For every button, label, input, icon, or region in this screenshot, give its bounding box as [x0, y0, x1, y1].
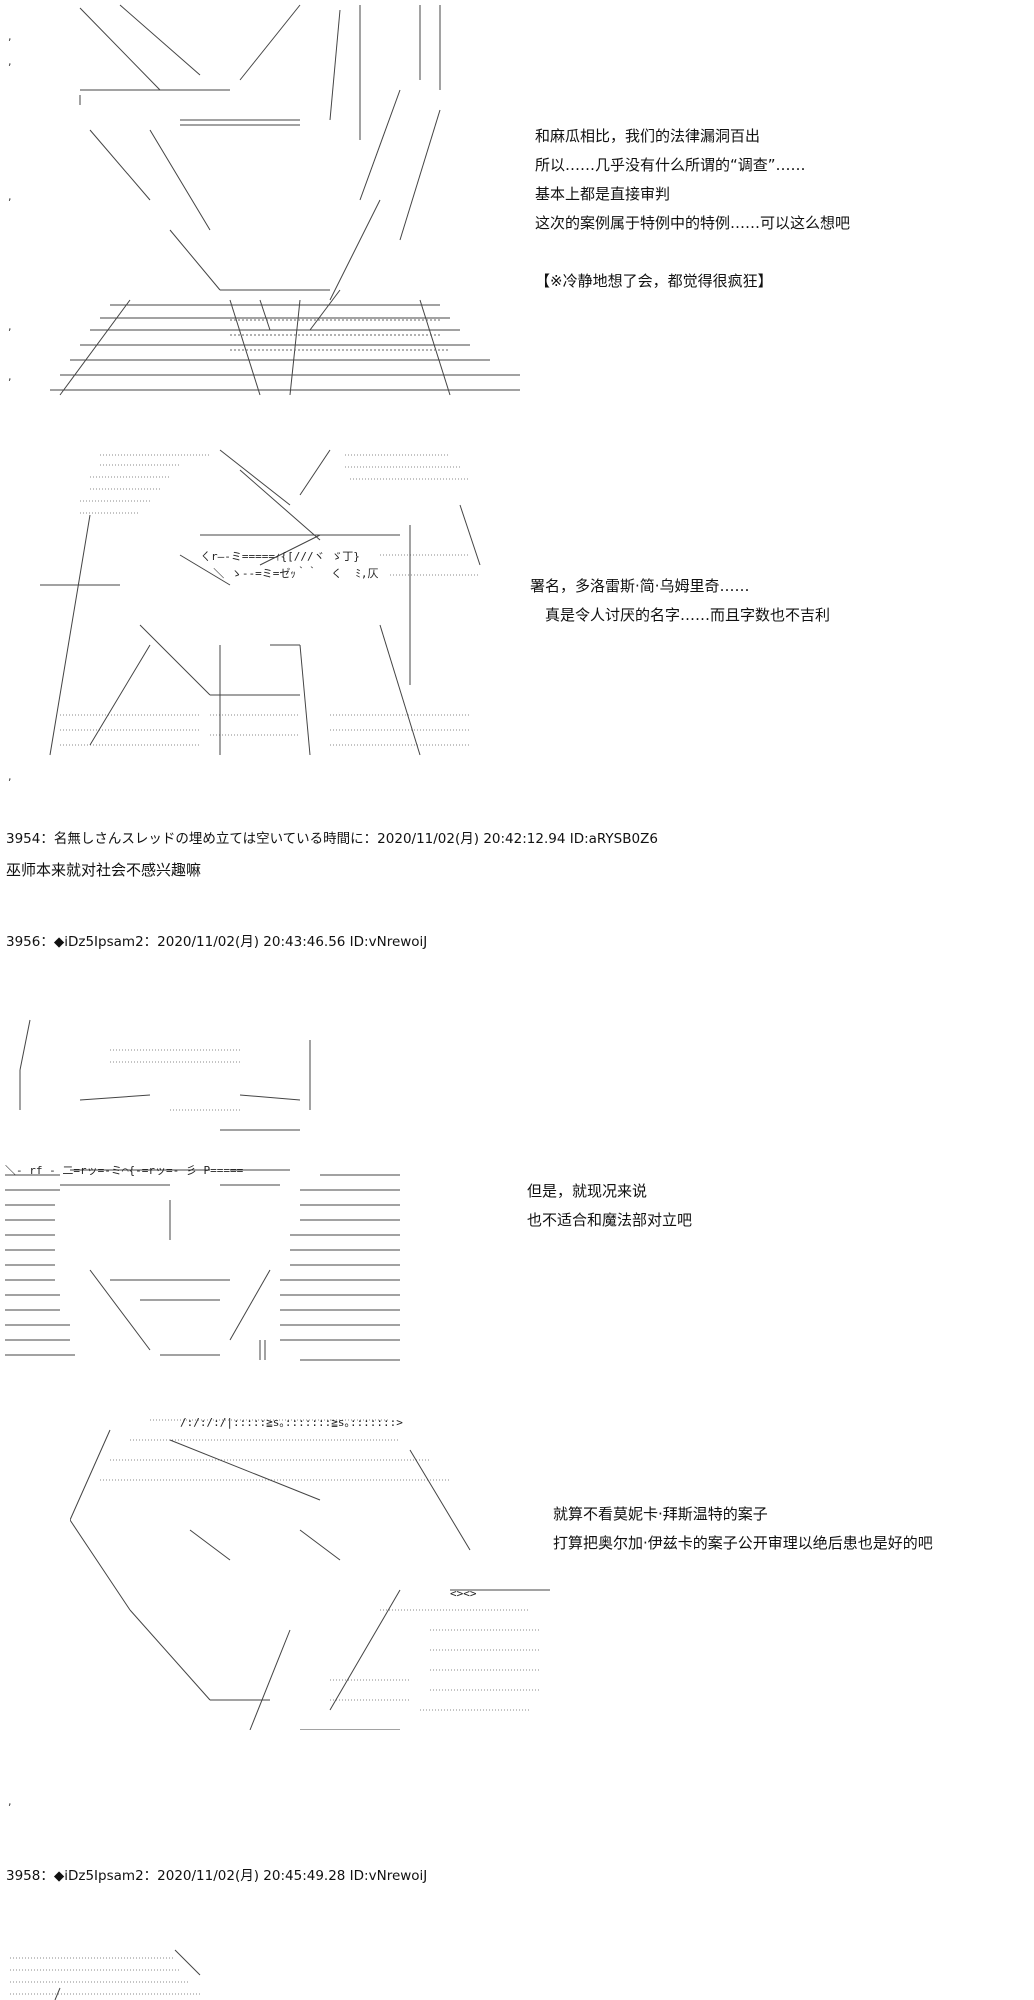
dialogue-block-2: 署名，多洛雷斯·简·乌姆里奇…… 真是令人讨厌的名字……而且字数也不吉利	[530, 572, 830, 630]
ascii-dot: ,	[8, 1795, 12, 1808]
post-header-3954: 3954：名無しさんスレッドの埋め立ては空いている時間に：2020/11/02(…	[6, 831, 658, 847]
ascii-art-1-drawing	[50, 4, 520, 396]
dialogue-line: 真是令人讨厌的名字……而且字数也不吉利	[530, 606, 831, 624]
ascii-dot: ,	[8, 370, 12, 383]
post-body-3954: 巫师本来就对社会不感兴趣嘛	[6, 861, 202, 879]
ascii-art-fragment: ＼- rf ‐ 二=rッ=-ミ⌒{‐=rッ=- 彡 P=====	[5, 1164, 244, 1177]
dialogue-block-3: 但是，就现况来说 也不适合和魔法部对立吧	[527, 1177, 692, 1235]
ascii-art-3-drawing	[5, 1019, 400, 1361]
dialogue-line: 这次的案例属于特例中的特例……可以这么想吧	[535, 214, 851, 232]
ascii-art-fragment: ㄑr―‐ミ=====ｨ{[///ヾ ゞ丁}	[200, 550, 360, 563]
dialogue-line: 和麻瓜相比，我们的法律漏洞百出	[535, 127, 761, 145]
ascii-art-fragment: ＼ ゝ--=ミ=ゼｯ｀｀ く ﾐ,仄	[200, 567, 379, 580]
ascii-art-panel-2	[0, 445, 520, 765]
ascii-dot: ,	[8, 320, 12, 333]
ascii-art-5-drawing	[10, 1949, 201, 2000]
ascii-art-panel-1	[0, 0, 520, 400]
ascii-art-2-drawing	[40, 449, 481, 756]
ascii-art-panel-3	[0, 1010, 420, 1370]
dialogue-line: 所以……几乎没有什么所谓的“调查”……	[535, 156, 806, 174]
dialogue-line: 就算不看莫妮卡·拜斯温特的案子	[553, 1505, 768, 1523]
dialogue-line: 打算把奥尔加·伊兹卡的案子公开审理以绝后患也是好的吧	[553, 1534, 933, 1552]
dialogue-line: 基本上都是直接审判	[535, 185, 671, 203]
ascii-art-fragment: <><>	[450, 1587, 477, 1600]
post-header-3958: 3958：◆iDz5Ipsam2：2020/11/02(月) 20:45:49.…	[6, 1868, 428, 1884]
dialogue-block-1: 和麻瓜相比，我们的法律漏洞百出 所以……几乎没有什么所谓的“调查”…… 基本上都…	[535, 122, 850, 296]
dialogue-line	[535, 238, 850, 267]
dialogue-line: 但是，就现况来说	[527, 1182, 648, 1200]
ascii-dot: ,	[8, 30, 12, 43]
ascii-dot: ,	[8, 55, 12, 68]
ascii-art-panel-4	[70, 1410, 550, 1730]
dialogue-block-4: 就算不看莫妮卡·拜斯温特的案子 打算把奥尔加·伊兹卡的案子公开审理以绝后患也是好…	[553, 1500, 933, 1558]
ascii-art-fragment: /:/:/:/|:::::≧s｡:::::::≧s｡:::::::>	[180, 1416, 403, 1429]
ascii-dot: ,	[8, 770, 12, 783]
ascii-art-4-drawing	[70, 1419, 550, 1730]
dialogue-line: 也不适合和魔法部对立吧	[527, 1211, 693, 1229]
ascii-dot: ,	[8, 190, 12, 203]
dialogue-line: 署名，多洛雷斯·简·乌姆里奇……	[530, 577, 750, 595]
dialogue-line: 【※冷静地想了会，都觉得很疯狂】	[535, 272, 773, 290]
ascii-art-panel-5	[0, 1930, 260, 2000]
post-header-3956: 3956：◆iDz5Ipsam2：2020/11/02(月) 20:43:46.…	[6, 934, 428, 950]
